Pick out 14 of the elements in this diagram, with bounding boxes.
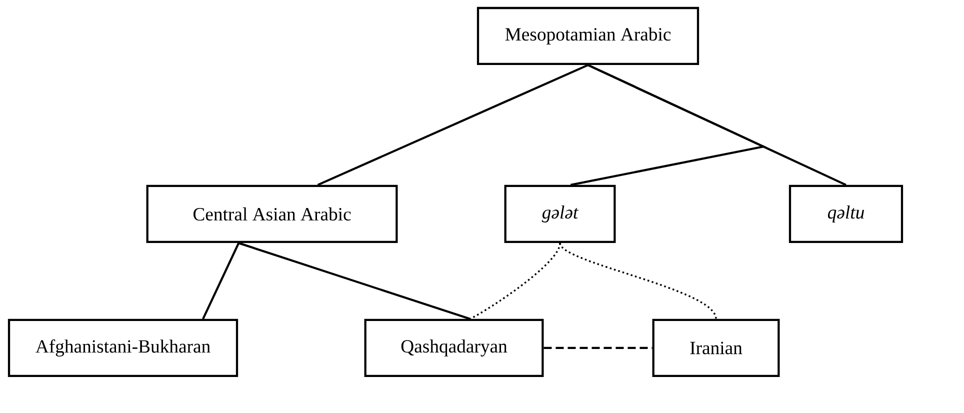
connector-line — [238, 242, 470, 320]
label-box: Qashqadaryan — [364, 318, 544, 378]
connector-line — [202, 242, 240, 320]
label-box: gələt — [504, 184, 616, 244]
connector-line — [559, 242, 717, 320]
label-box: Mesopotamian Arabic — [476, 6, 700, 66]
label-box: Afghanistani-Bukharan — [8, 318, 238, 378]
connector-line — [570, 64, 767, 186]
connector-line — [317, 64, 588, 186]
connector-line — [544, 346, 652, 350]
label-box: qəltu — [788, 184, 904, 244]
connector-line — [470, 242, 561, 320]
label-box: Iranian — [652, 318, 780, 378]
label-box: Central Asian Arabic — [146, 184, 398, 244]
